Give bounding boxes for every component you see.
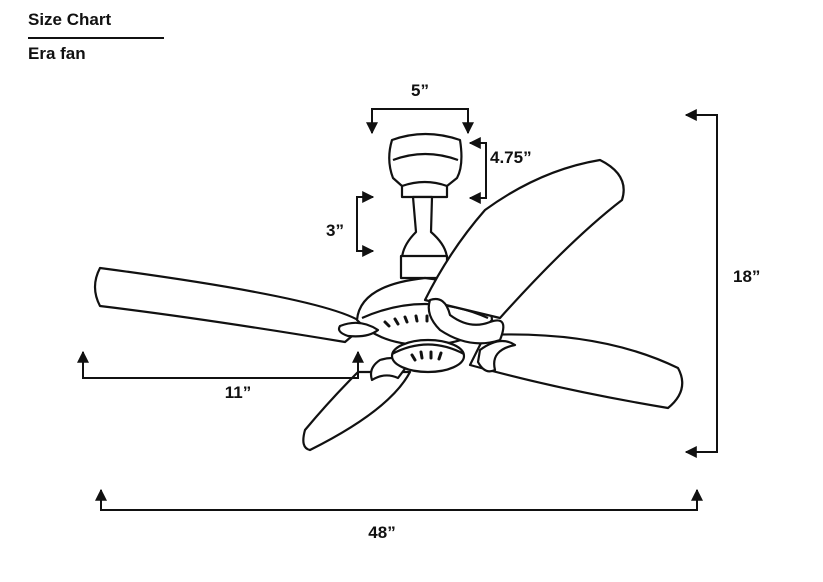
label-downrod: 3” — [326, 221, 344, 240]
label-overall-height: 18” — [733, 267, 760, 286]
canopy-band-upper — [392, 152, 459, 162]
blade-iron-right — [427, 297, 505, 345]
blade-iron-left — [337, 321, 380, 338]
title-divider — [28, 37, 164, 39]
dim-canopy-height — [468, 137, 487, 204]
product-name: Era fan — [28, 44, 86, 63]
dim-overall-height — [684, 109, 718, 458]
blade-upper-right — [423, 158, 625, 320]
blade-lower-right — [468, 333, 684, 410]
dim-span — [95, 488, 703, 511]
canopy — [388, 132, 463, 199]
canopy-band-lower — [401, 180, 448, 188]
dim-canopy-width — [366, 108, 474, 135]
switch-housing-rim — [391, 343, 465, 355]
label-canopy-width: 5” — [411, 81, 429, 100]
blade-left — [93, 266, 367, 344]
downrod — [400, 195, 449, 260]
label-span: 48” — [368, 523, 395, 542]
label-canopy-height: 4.75” — [490, 148, 532, 167]
blade-lower-left — [302, 370, 412, 452]
dim-downrod — [356, 191, 375, 257]
vent-slots — [383, 314, 443, 362]
dim-blade-offset — [77, 350, 364, 379]
blade-iron-lower-right — [476, 339, 517, 373]
label-blade-offset: 11” — [225, 383, 251, 402]
chart-title: Size Chart — [28, 10, 112, 29]
